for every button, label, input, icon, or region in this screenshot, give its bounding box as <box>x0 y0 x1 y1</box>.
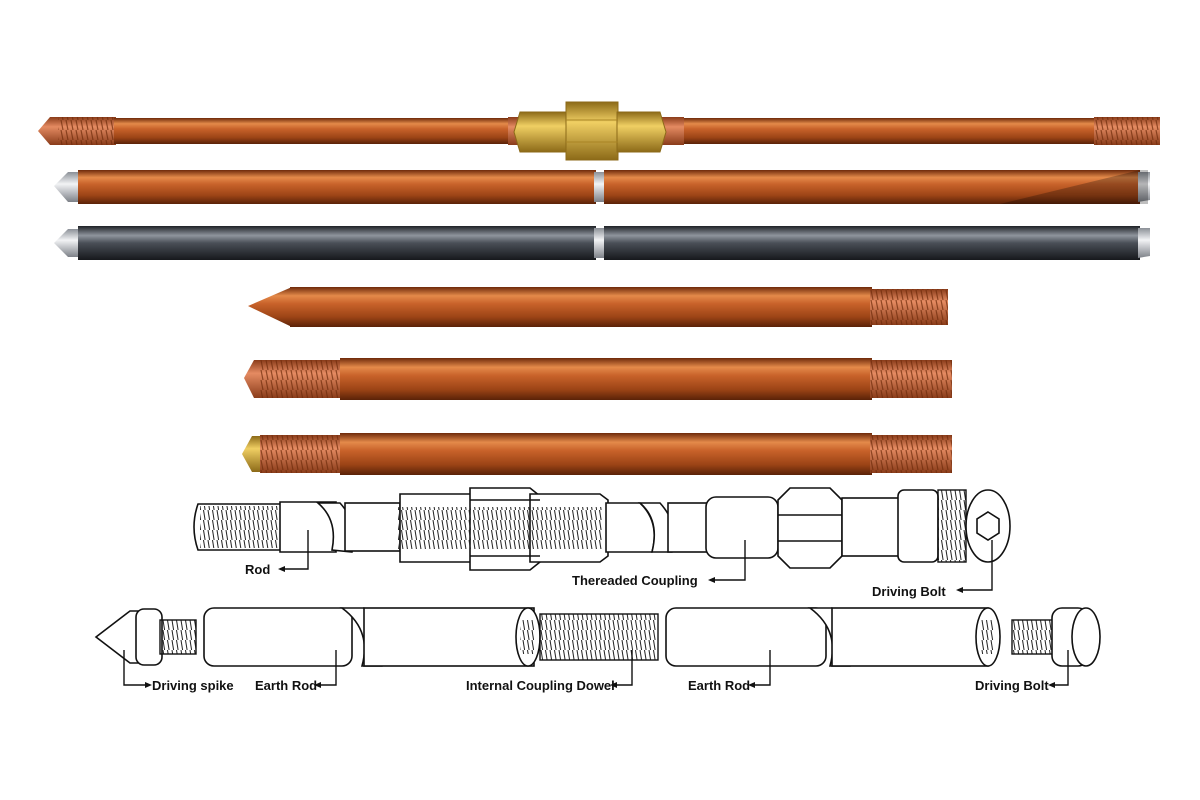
rod-shaft <box>340 358 872 400</box>
driving-spike <box>94 608 197 666</box>
label-earth-rod-1: Earth Rod <box>255 678 317 693</box>
driving-bolt-2 <box>1011 607 1101 667</box>
rod-shaft-left <box>78 226 596 260</box>
label-earth-rod-2: Earth Rod <box>688 678 750 693</box>
label-driving-spike: Driving spike <box>152 678 234 693</box>
rod-thread-right-texture <box>870 435 952 473</box>
steel-rod-with-steel-tip <box>54 226 1150 260</box>
steel-tip <box>54 172 80 202</box>
rod-shaft-left <box>114 118 510 144</box>
double-threaded-pointed-rod <box>244 358 952 400</box>
rod-point <box>244 360 262 398</box>
rod-point <box>248 287 292 327</box>
dowel-assembly-diagram: Driving spike Earth Rod Internal Couplin… <box>94 607 1101 693</box>
rod-with-brass-coupling <box>38 101 1160 161</box>
steel-tip <box>54 229 80 257</box>
rod-shaft-left <box>78 170 596 204</box>
rod-joint <box>594 228 606 258</box>
threaded-coupling <box>344 487 609 571</box>
driving-bolt <box>705 487 1011 569</box>
rod-section-2 <box>667 502 709 553</box>
rod-thread-left-texture <box>58 117 116 145</box>
rod-thread-end <box>193 501 337 553</box>
rod1-leader <box>318 650 337 686</box>
rod-leader <box>282 530 309 570</box>
rod2-leader <box>752 650 771 686</box>
pointed-copper-rod <box>248 287 948 327</box>
bolt-leader <box>960 540 993 591</box>
label-rod: Rod <box>245 562 270 577</box>
rod-shaft <box>290 287 872 327</box>
rod-shaft-right <box>684 118 1096 144</box>
rod-tip-point <box>38 117 60 145</box>
earth-rod-2 <box>665 607 1001 667</box>
double-threaded-rod <box>242 433 952 475</box>
rod-thread-right-texture <box>1094 117 1160 145</box>
spike-leader <box>123 650 148 686</box>
rod-shaft-right <box>604 170 1140 204</box>
earth-rod-1 <box>203 607 541 667</box>
label-internal-coupling-dowel: Internal Coupling Dowel <box>466 678 615 693</box>
copper-rod-with-steel-tip <box>54 170 1150 204</box>
coupling-leader <box>712 540 746 581</box>
label-driving-bolt: Driving Bolt <box>872 584 946 599</box>
rod-thread-right-texture <box>870 289 948 325</box>
rod-shadow <box>1000 170 1148 204</box>
bolt2-leader <box>1052 650 1069 686</box>
brass-coupling <box>513 101 667 161</box>
rod-thread-right-texture <box>870 360 952 398</box>
dowel-leader <box>614 650 633 686</box>
rod-thread-left-texture <box>260 360 342 398</box>
rod-shaft-right <box>604 226 1140 260</box>
steel-end-cap <box>1138 228 1150 258</box>
label-threaded-coupling: Thereaded Coupling <box>572 573 698 588</box>
rod-shaft <box>340 433 872 475</box>
internal-coupling-dowel <box>539 613 659 661</box>
label-driving-bolt-2: Driving Bolt <box>975 678 1049 693</box>
rod-thread-left-texture <box>260 435 342 473</box>
rod-point <box>242 436 262 472</box>
coupling-assembly-diagram: Rod Thereaded Coupling Driving Bolt <box>193 487 1011 599</box>
rod-joint <box>594 172 606 202</box>
steel-end-cap <box>1138 172 1150 202</box>
